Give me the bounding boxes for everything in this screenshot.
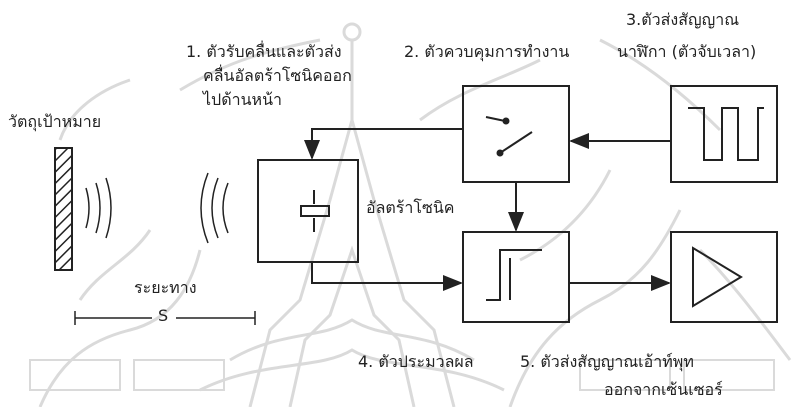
output-block bbox=[671, 232, 777, 322]
clock-block bbox=[671, 86, 777, 182]
distance-symbol: S bbox=[158, 306, 168, 326]
emitted-wave-icon bbox=[201, 173, 228, 243]
schmitt-step-icon bbox=[486, 250, 542, 300]
transducer-block bbox=[258, 160, 358, 262]
target-wall-icon bbox=[55, 148, 72, 270]
amplifier-triangle-icon bbox=[693, 248, 741, 306]
transducer-crystal-icon bbox=[301, 190, 329, 232]
processor-block bbox=[463, 232, 569, 322]
line-controller-to-transducer bbox=[312, 129, 463, 158]
part5-label-line2: ออกจากเซ้นเซอร์ bbox=[604, 380, 723, 400]
part5-label-line1: 5. ตัวส่งสัญญาณเอ้าท์พุท bbox=[520, 352, 694, 372]
part2-label: 2. ตัวควบคุมการทำงาน bbox=[404, 42, 569, 62]
reflected-wave-icon bbox=[86, 178, 111, 238]
part4-label: 4. ตัวประมวลผล bbox=[358, 352, 474, 372]
part1-label-line2: คลื่นอัลตร้าโซนิคออก bbox=[203, 66, 352, 86]
switch-icon bbox=[486, 117, 532, 156]
distance-label: ระยะทาง bbox=[134, 278, 197, 298]
part3-label-line1: 3.ตัวส่งสัญญาณ bbox=[626, 10, 739, 30]
controller-block bbox=[463, 86, 569, 182]
part3-label-line2: นาฬิกา (ตัวจับเวลา) bbox=[617, 42, 756, 62]
part1-label-line1: 1. ตัวรับคลื่นและตัวส่ง bbox=[186, 42, 342, 62]
ultrasonic-label: อัลตร้าโซนิค bbox=[366, 198, 454, 218]
clock-pulse-icon bbox=[688, 108, 764, 160]
target-label: วัตถุเป้าหมาย bbox=[8, 112, 101, 132]
line-transducer-to-processor bbox=[312, 262, 461, 283]
part1-label-line3: ไปด้านหน้า bbox=[203, 90, 282, 110]
